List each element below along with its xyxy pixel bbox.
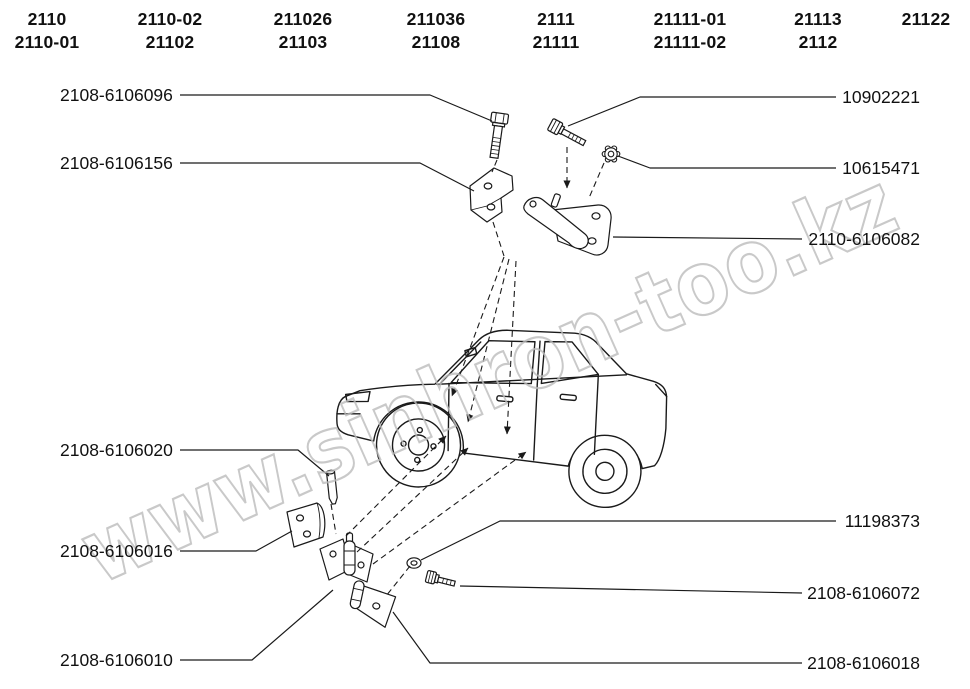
model-number: 2110-01 bbox=[14, 32, 80, 52]
lower-hinge-bolt-icon bbox=[424, 570, 456, 587]
model-column-6: 21111-01 21111-02 bbox=[640, 8, 740, 54]
front-door-handle bbox=[496, 395, 514, 403]
headlamp bbox=[344, 390, 371, 403]
hinge-pin-icon bbox=[325, 469, 338, 505]
hinge-half-lower-icon bbox=[349, 580, 397, 628]
leader-lines bbox=[180, 94, 836, 664]
part-number-label: 2108-6106020 bbox=[60, 440, 173, 460]
leader-line bbox=[459, 585, 803, 594]
front-door-rear-edge bbox=[532, 383, 538, 461]
model-number: 21111 bbox=[532, 32, 580, 52]
model-column-7: 21113 2112 bbox=[773, 8, 863, 54]
flange-nut-icon bbox=[601, 145, 621, 163]
model-number: 211026 bbox=[273, 9, 333, 29]
b-pillar-line bbox=[536, 340, 541, 385]
model-column-4: 211036 21108 bbox=[391, 8, 481, 54]
part-number-label: 2108-6106096 bbox=[60, 85, 173, 105]
leader-line bbox=[392, 611, 802, 664]
part-number-label: 2110-6106082 bbox=[808, 229, 920, 249]
model-number: 21113 bbox=[794, 9, 842, 29]
model-number: 211036 bbox=[406, 9, 466, 29]
model-column-3: 211026 21103 bbox=[258, 8, 348, 54]
model-number: 2111 bbox=[537, 9, 575, 29]
washer-icon bbox=[406, 557, 422, 569]
model-number: 2112 bbox=[798, 32, 838, 52]
part-number-label: 2108-6106156 bbox=[60, 153, 173, 173]
model-number: 21122 bbox=[901, 9, 951, 29]
leader-line bbox=[180, 589, 334, 661]
car-body bbox=[336, 329, 668, 470]
part-number-label: 10902221 bbox=[842, 87, 920, 107]
part-number-label: 11198373 bbox=[844, 511, 920, 531]
leader-line bbox=[420, 520, 836, 561]
part-number-label: 10615471 bbox=[842, 158, 920, 178]
model-number: 2110-02 bbox=[137, 9, 203, 29]
assembly-guide-lines bbox=[330, 147, 605, 597]
rear-wheel bbox=[568, 434, 642, 509]
leader-line bbox=[180, 449, 330, 477]
model-number: 21108 bbox=[411, 32, 461, 52]
model-column-1: 2110 2110-01 bbox=[4, 8, 90, 54]
leader-line bbox=[617, 155, 836, 169]
rear-door-edge bbox=[593, 373, 600, 456]
mount-bolt-icon bbox=[547, 118, 587, 147]
model-number: 21103 bbox=[278, 32, 328, 52]
leader-line bbox=[180, 94, 493, 122]
upper-hinge-bolt-icon bbox=[489, 111, 510, 159]
hinge-half-upper-icon bbox=[286, 502, 326, 548]
hinge-assembly-icon bbox=[319, 532, 374, 583]
model-number: 21102 bbox=[145, 32, 195, 52]
model-column-8: 21122 bbox=[886, 8, 966, 31]
leader-line bbox=[567, 96, 836, 127]
car-side-view-icon bbox=[336, 329, 668, 509]
windshield-line bbox=[440, 341, 482, 384]
taillamp bbox=[654, 383, 668, 398]
model-column-2: 2110-02 21102 bbox=[125, 8, 215, 54]
front-door-edge bbox=[447, 382, 450, 452]
upper-hinge-bracket-icon bbox=[469, 167, 514, 223]
part-number-label: 2108-6106016 bbox=[60, 541, 173, 561]
model-number: 21111-02 bbox=[653, 32, 727, 52]
door-check-assembly-icon bbox=[523, 193, 612, 256]
model-column-5: 2111 21111 bbox=[511, 8, 601, 54]
rear-door-handle bbox=[559, 393, 577, 402]
front-side-window bbox=[450, 340, 536, 385]
part-number-label: 2108-6106018 bbox=[807, 653, 920, 673]
part-number-label: 2108-6106010 bbox=[60, 650, 173, 670]
model-number: 2110 bbox=[27, 9, 67, 29]
mirror bbox=[464, 346, 478, 358]
leader-line bbox=[180, 530, 293, 552]
part-number-label: 2108-6106072 bbox=[807, 583, 920, 603]
front-bumper-line bbox=[336, 413, 361, 415]
leader-line bbox=[180, 162, 475, 192]
leader-line bbox=[612, 236, 803, 240]
model-number: 21111-01 bbox=[653, 9, 727, 29]
